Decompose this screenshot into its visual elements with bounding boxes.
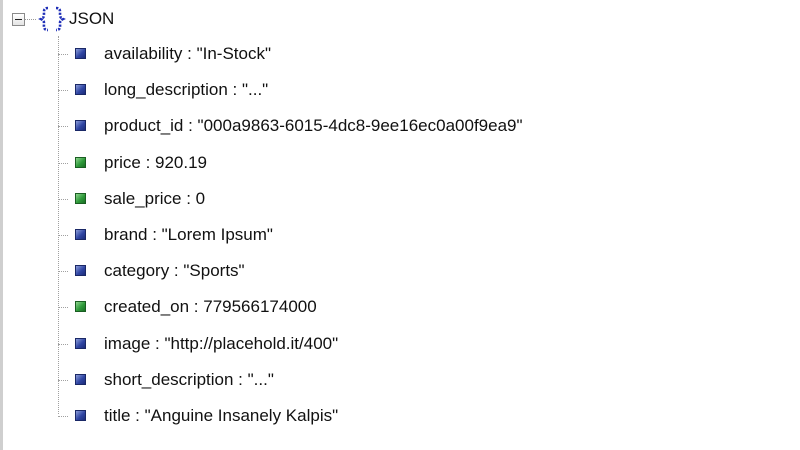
root-label[interactable]: JSON (69, 9, 115, 28)
collapse-minus-icon[interactable] (12, 12, 25, 26)
string-value-icon (75, 229, 86, 241)
number-value-icon (75, 301, 86, 313)
tree-node-label[interactable]: availability : "In-Stock" (104, 44, 272, 64)
tree-node-label[interactable]: title : "Anguine Insanely Kalpis" (104, 405, 339, 425)
curly-braces-icon (38, 6, 66, 32)
panel-left-border (0, 0, 3, 450)
tree-connector (58, 126, 68, 128)
tree-node-label[interactable]: sale_price : 0 (104, 188, 206, 208)
tree-node-label[interactable]: long_description : "..." (104, 80, 269, 100)
number-value-icon (75, 192, 86, 204)
tree-node-label[interactable]: brand : "Lorem Ipsum" (104, 225, 273, 245)
tree-connector (58, 90, 68, 92)
string-value-icon (75, 373, 86, 385)
string-value-icon (75, 84, 86, 96)
tree-node-label[interactable]: created_on : 779566174000 (104, 297, 317, 317)
tree-connector (58, 415, 68, 417)
string-value-icon (75, 265, 86, 277)
tree-node[interactable]: category : "Sports" (0, 253, 780, 289)
tree-node-label[interactable]: price : 920.19 (104, 152, 208, 172)
tree-vertical-connector (58, 36, 59, 414)
tree-node[interactable]: sale_price : 0 (0, 181, 780, 217)
tree-connector (58, 379, 68, 381)
string-value-icon (75, 337, 86, 349)
tree-node[interactable]: long_description : "..." (0, 72, 780, 108)
tree-node[interactable]: brand : "Lorem Ipsum" (0, 217, 780, 253)
tree-node[interactable]: price : 920.19 (0, 145, 780, 181)
tree-connector (58, 235, 68, 237)
tree-node[interactable]: product_id : "000a9863-6015-4dc8-9ee16ec… (0, 108, 780, 144)
tree-connector (25, 18, 36, 20)
tree-connector (58, 307, 68, 309)
tree-node[interactable]: image : "http://placehold.it/400" (0, 326, 780, 362)
string-value-icon (75, 120, 86, 132)
tree-node-label[interactable]: category : "Sports" (104, 261, 245, 281)
tree-connector (58, 54, 68, 56)
tree-node[interactable]: created_on : 779566174000 (0, 289, 780, 325)
tree-connector (58, 198, 68, 200)
tree-node[interactable]: availability : "In-Stock" (0, 36, 780, 72)
tree-node-label[interactable]: image : "http://placehold.it/400" (104, 333, 339, 353)
tree-node-label[interactable]: short_description : "..." (104, 369, 274, 389)
tree-connector (58, 343, 68, 345)
string-value-icon (75, 48, 86, 60)
string-value-icon (75, 409, 86, 421)
tree-children: availability : "In-Stock" long_descriptio… (0, 36, 780, 434)
tree-node[interactable]: short_description : "..." (0, 362, 780, 398)
number-value-icon (75, 156, 86, 168)
tree-node-label[interactable]: product_id : "000a9863-6015-4dc8-9ee16ec… (104, 116, 523, 136)
tree-connector (58, 271, 68, 273)
tree-root-node[interactable]: JSON (12, 6, 114, 32)
tree-node[interactable]: title : "Anguine Insanely Kalpis" (0, 398, 780, 434)
tree-connector (58, 162, 68, 164)
